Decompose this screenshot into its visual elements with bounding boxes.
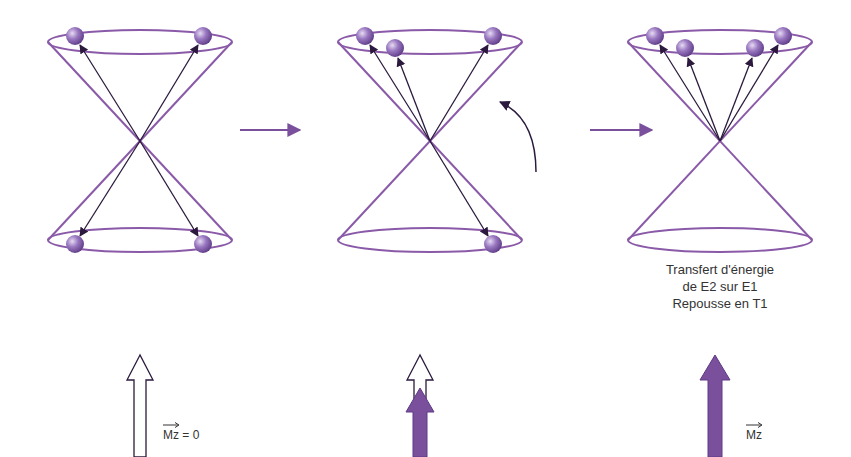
double-cone [628, 30, 812, 252]
magnetization-arrow [406, 388, 434, 457]
spin-vectors [80, 45, 198, 236]
spin-spheres [66, 27, 212, 253]
annotation-text: de E2 sur E1 [682, 279, 757, 295]
magnetization-arrow [407, 355, 433, 457]
spin-vectors [660, 45, 778, 141]
double-cone [338, 30, 522, 252]
magnetization-arrow [127, 355, 153, 457]
magnetization-arrow [700, 355, 730, 457]
double-cone [48, 30, 232, 252]
vector-label: Mz [746, 428, 762, 442]
step-arrow [590, 130, 652, 131]
step-arrow [240, 130, 300, 131]
vector-label: Mz = 0 [163, 428, 199, 442]
flip-arrow [500, 102, 536, 172]
annotation-text: Repousse en T1 [672, 296, 767, 312]
spin-vectors [370, 45, 488, 236]
spin-spheres [646, 27, 792, 57]
annotation-text: Transfert d'énergie [666, 262, 774, 278]
vector-mark [163, 423, 762, 428]
spin-spheres [356, 27, 502, 253]
